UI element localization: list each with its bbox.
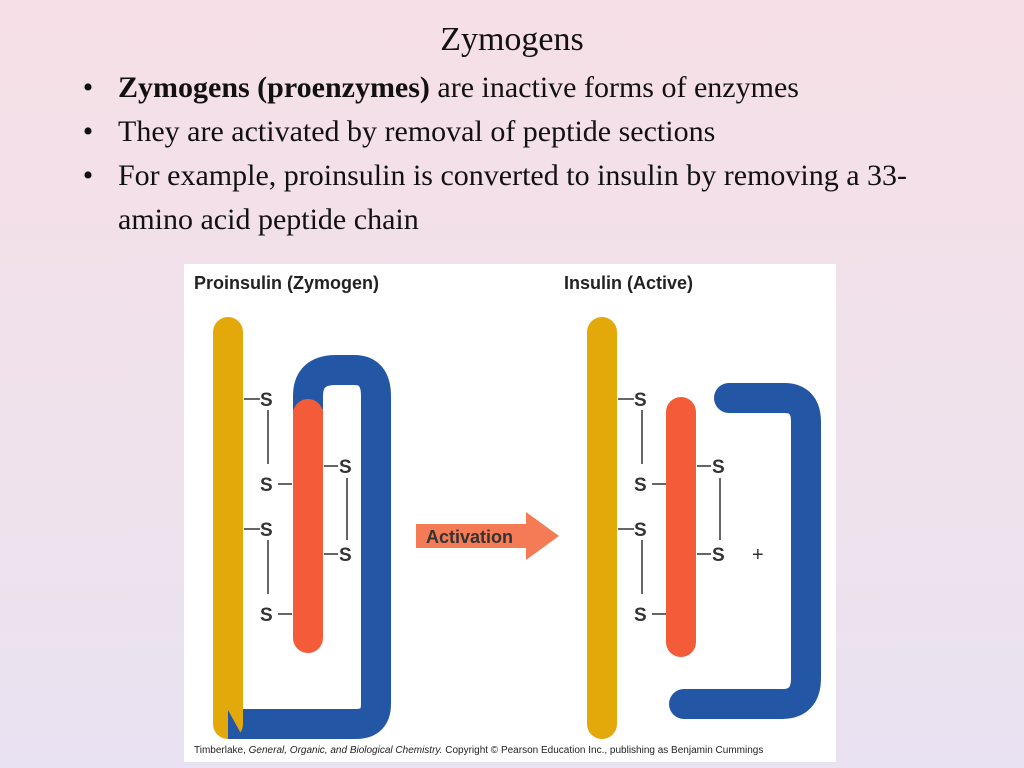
proinsulin-title: Proinsulin (Zymogen) <box>194 273 380 293</box>
bullet-list: • Zymogens (proenzymes) are inactive for… <box>78 66 978 242</box>
sulfur-atom: S <box>634 520 647 541</box>
sulfur-atom: S <box>339 545 352 566</box>
figure-caption: Timberlake, General, Organic, and Biolog… <box>194 745 763 756</box>
insulin-disulfide-bonds <box>618 398 721 615</box>
sulfur-atom: S <box>260 475 273 496</box>
slide-title: Zymogens <box>440 21 584 58</box>
sulfur-atom: S <box>634 390 647 411</box>
sulfur-atom: S <box>634 475 647 496</box>
released-c-peptide <box>669 383 821 719</box>
figure-diagram: S S S S S S Activation S S S S S <box>213 317 821 739</box>
sulfur-atom: S <box>634 605 647 626</box>
bullet-dot: • <box>82 115 94 148</box>
bullet-text: For example, proinsulin is converted to … <box>118 159 908 236</box>
bullet-item: • For example, proinsulin is converted t… <box>78 154 978 242</box>
bullet-item: • Zymogens (proenzymes) are inactive for… <box>78 66 978 110</box>
sulfur-atom: S <box>712 545 725 566</box>
sulfur-atom: S <box>712 457 725 478</box>
bullet-text: are inactive forms of enzymes <box>429 71 799 104</box>
bullet-bold-term: Zymogens (proenzymes) <box>118 71 430 104</box>
bullet-item: • They are activated by removal of pepti… <box>78 110 978 154</box>
proinsulin-b-chain-top <box>293 409 323 429</box>
activation-label: Activation <box>426 527 513 547</box>
plus-sign: + <box>752 544 764 566</box>
caption-author: Timberlake, <box>194 745 249 756</box>
proinsulin-junction <box>228 710 244 739</box>
caption-book-title: General, Organic, and Biological Chemist… <box>248 745 443 756</box>
proinsulin-disulfide-bonds <box>244 398 348 615</box>
caption-copyright: Copyright © Pearson Education Inc., publ… <box>442 745 764 756</box>
insulin-title: Insulin (Active) <box>564 273 694 293</box>
bullet-dot: • <box>82 71 94 104</box>
sulfur-atom: S <box>339 457 352 478</box>
proinsulin-c-peptide-chain <box>217 355 391 739</box>
proinsulin-activation-figure: Proinsulin (Zymogen) Insulin (Active) S … <box>184 264 836 762</box>
sulfur-atom: S <box>260 605 273 626</box>
sulfur-atom: S <box>260 520 273 541</box>
activation-arrow <box>416 512 559 560</box>
bullet-text: They are activated by removal of peptide… <box>118 115 716 148</box>
sulfur-atom: S <box>260 390 273 411</box>
bullet-dot: • <box>82 159 94 192</box>
